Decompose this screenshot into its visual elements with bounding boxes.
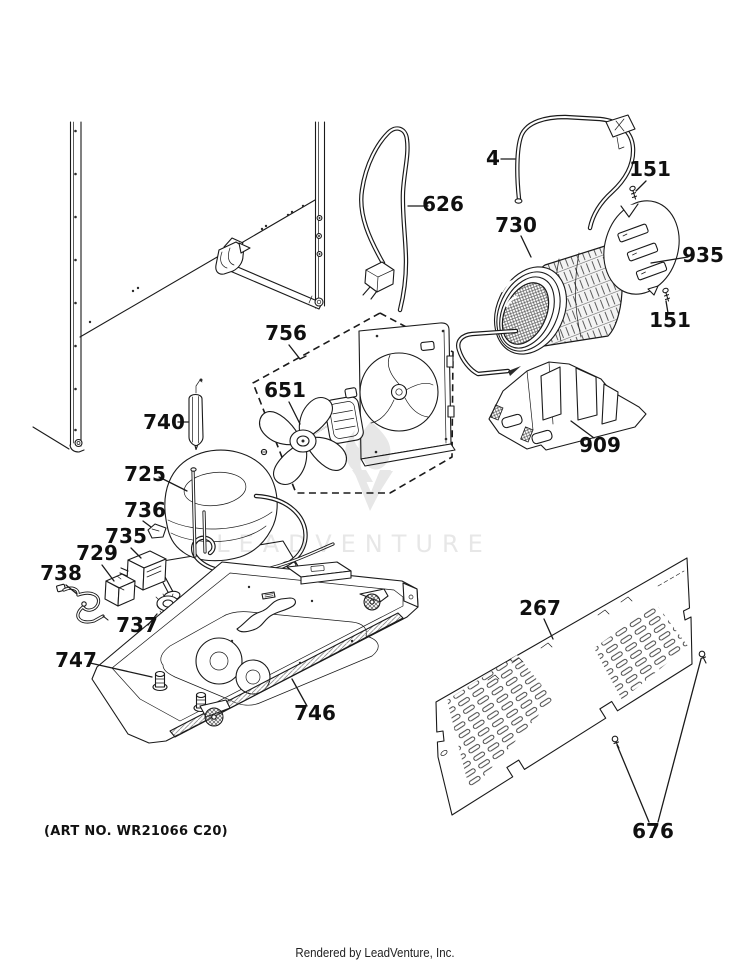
screw-151-bottom — [662, 287, 671, 302]
compressor-pipes — [190, 467, 207, 558]
ground-wire — [56, 583, 109, 624]
leader-line-909 — [570, 420, 595, 439]
drain-duct — [236, 591, 296, 633]
leader-line-730 — [520, 235, 532, 258]
part-label-151: 151 — [649, 308, 691, 332]
part-label-746: 746 — [294, 701, 336, 725]
fan-assembly-outline — [252, 312, 454, 494]
leader-line-676 — [657, 658, 702, 823]
watermark-text: LEADVENTURE — [216, 530, 492, 558]
part-label-737: 737 — [116, 613, 158, 637]
part-label-729: 729 — [76, 541, 118, 565]
condenser-support — [488, 361, 647, 451]
vent-cluster-left — [447, 655, 553, 792]
part-labels: 4 151 935 151 626 730 756 651 740 725 736735729738… — [40, 146, 724, 843]
part-label-756: 756 — [265, 321, 307, 345]
leader-line-746 — [291, 678, 308, 707]
leader-line-935 — [650, 256, 689, 264]
relay-cover — [104, 573, 136, 607]
screw-151-top — [629, 185, 638, 200]
leader-line-651 — [288, 401, 301, 425]
leader-line-756 — [288, 344, 307, 360]
drier-filter — [188, 378, 204, 451]
condenser-wire-bail — [514, 114, 636, 231]
part-label-4: 4 — [486, 146, 500, 170]
pan-top-bracket — [286, 561, 352, 585]
art-number: (ART NO. WR21066 C20) — [44, 824, 228, 839]
condenser-coil — [494, 245, 623, 355]
condenser-bracket — [603, 200, 680, 296]
leader-line-736 — [142, 520, 152, 528]
bail-clamp — [605, 114, 636, 150]
condenser-tube-loop — [456, 328, 521, 377]
cabinet-rail-holes — [74, 129, 323, 432]
fan-shroud — [358, 322, 456, 467]
part-label-738: 738 — [40, 561, 82, 585]
cabinet-panel-holes — [88, 204, 305, 324]
watermark: LEADVENTURE — [216, 421, 492, 558]
leader-line-151 — [635, 180, 647, 192]
leader-line-735 — [130, 547, 142, 559]
pan-roller-right — [359, 588, 389, 611]
part-label-626: 626 — [422, 192, 464, 216]
part-label-735: 735 — [105, 524, 147, 548]
leader-line-267 — [543, 618, 554, 640]
fan-assembly — [252, 312, 456, 494]
part-label-730: 730 — [495, 213, 537, 237]
leader-line-676 — [616, 744, 650, 823]
base-pan — [91, 561, 419, 744]
cabinet-foot — [32, 426, 85, 453]
part-label-736: 736 — [124, 498, 166, 522]
part-label-935: 935 — [682, 243, 724, 267]
leader-line-729 — [101, 564, 115, 582]
part-label-151: 151 — [629, 157, 671, 181]
leader-line-747 — [89, 662, 153, 678]
part-label-725: 725 — [124, 462, 166, 486]
overload-clip — [147, 523, 167, 539]
plug — [362, 261, 395, 300]
part-label-740: 740 — [143, 410, 185, 434]
part-label-651: 651 — [264, 378, 306, 402]
leader-line-151 — [665, 300, 669, 314]
part-label-267: 267 — [519, 596, 561, 620]
rear-access-panel — [435, 557, 693, 816]
leadventure-flame-icon — [345, 421, 393, 511]
vent-cluster-right — [594, 604, 688, 700]
fan-blade — [259, 397, 347, 485]
leader-line-738 — [65, 584, 78, 595]
pan-roller-left — [199, 699, 231, 727]
leader-line-725 — [158, 476, 188, 492]
leader-line-737 — [147, 613, 158, 626]
part-label-909: 909 — [579, 433, 621, 457]
mounting-stud — [152, 670, 168, 692]
footer-credit: Rendered by LeadVenture, Inc. — [295, 946, 455, 960]
cabinet-bracket — [215, 237, 251, 275]
part-label-747: 747 — [55, 648, 97, 672]
power-cord — [359, 126, 410, 313]
screw-676-right — [698, 650, 707, 664]
part-label-676: 676 — [632, 819, 674, 843]
cabinet-frame — [32, 121, 326, 453]
